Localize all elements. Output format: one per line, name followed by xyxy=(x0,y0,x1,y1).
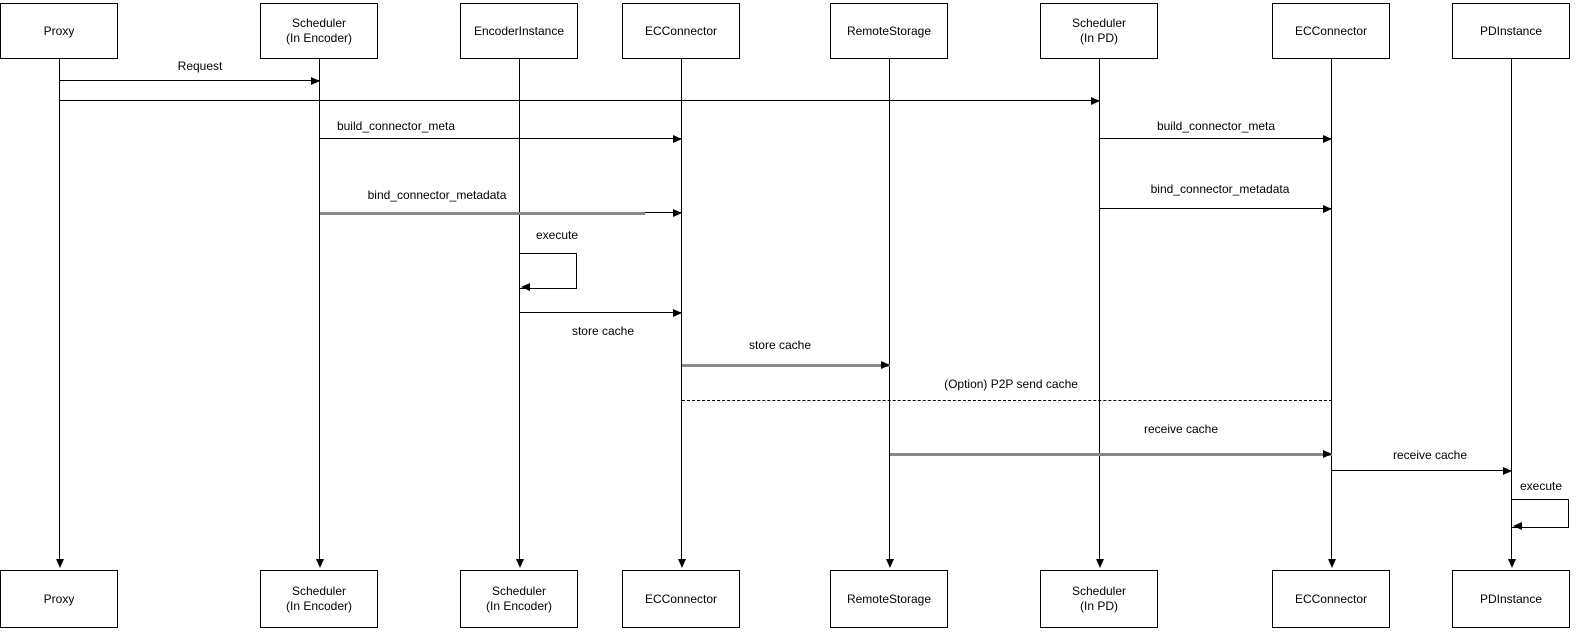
message-label-bind-connector-metadata-left: bind_connector_metadata xyxy=(365,187,509,203)
lifeline-scheduler-in-encoder xyxy=(319,59,320,559)
lifeline-arrow-down-icon xyxy=(677,559,686,568)
actor-top-scheduler-in-encoder: Scheduler (In Encoder) xyxy=(260,3,378,59)
message-bind-connector-metadata-left-line xyxy=(645,212,682,213)
lifeline-arrow-down-icon xyxy=(515,559,524,568)
message-store-cache-remote-line xyxy=(682,363,890,367)
actor-top-remote-storage: RemoteStorage xyxy=(830,3,948,59)
message-receive-cache-remote-line xyxy=(890,452,1332,456)
lifeline-encoder-instance xyxy=(519,59,520,559)
actor-label: (In Encoder) xyxy=(485,599,553,613)
actor-label: ECConnector xyxy=(1294,591,1368,606)
lifeline-arrow-down-icon xyxy=(885,559,894,568)
actor-bottom-remote-storage: RemoteStorage xyxy=(830,570,948,628)
message-build-connector-meta-left-line xyxy=(320,138,682,139)
arrow-right-icon xyxy=(1323,449,1332,458)
arrow-right-icon xyxy=(1323,134,1332,143)
message-label-execute-pd: execute xyxy=(1517,478,1565,494)
actor-bottom-proxy: Proxy xyxy=(0,570,118,628)
actor-top-scheduler-in-pd: Scheduler (In PD) xyxy=(1040,3,1158,59)
actor-top-encoder-instance: EncoderInstance xyxy=(460,3,578,59)
actor-label: Proxy xyxy=(43,23,75,38)
message-bind-connector-metadata-left-line-gray xyxy=(320,211,645,215)
message-execute-encoder-self-loop xyxy=(520,253,577,289)
actor-label: Scheduler xyxy=(1071,16,1127,30)
message-request-line xyxy=(60,80,320,81)
lifeline-pd-instance xyxy=(1511,59,1512,559)
lifeline-proxy xyxy=(59,59,60,559)
actor-bottom-ec-connector-pd: ECConnector xyxy=(1272,570,1390,628)
message-store-cache-encoder-line xyxy=(520,312,682,313)
actor-label: ECConnector xyxy=(1294,23,1368,38)
lifeline-remote-storage xyxy=(889,59,890,559)
actor-label: Scheduler xyxy=(291,584,347,598)
message-label-bind-connector-metadata-right: bind_connector_metadata xyxy=(1148,181,1292,197)
message-label-execute-encoder: execute xyxy=(533,227,581,243)
message-execute-pd-self-loop xyxy=(1512,499,1569,528)
actor-bottom-scheduler-in-pd: Scheduler (In PD) xyxy=(1040,570,1158,628)
actor-label: (In Encoder) xyxy=(285,31,353,45)
arrow-right-icon xyxy=(673,134,682,143)
arrow-left-icon xyxy=(1513,522,1522,530)
actor-label: ECConnector xyxy=(644,591,718,606)
message-p2p-send-cache-line xyxy=(682,400,1332,401)
message-bind-connector-metadata-right-line xyxy=(1100,208,1332,209)
message-label-receive-cache-remote: receive cache xyxy=(1141,421,1221,437)
lifeline-arrow-down-icon xyxy=(315,559,324,568)
arrow-right-icon xyxy=(1323,204,1332,213)
arrow-right-icon xyxy=(1503,466,1512,475)
actor-label: Proxy xyxy=(43,591,75,606)
actor-label: ECConnector xyxy=(644,23,718,38)
message-label-p2p-send-cache: (Option) P2P send cache xyxy=(942,376,1080,392)
actor-bottom-ec-connector-encoder: ECConnector xyxy=(622,570,740,628)
lifeline-arrow-down-icon xyxy=(1327,559,1336,568)
message-label-store-cache-remote: store cache xyxy=(746,337,814,353)
arrow-right-icon xyxy=(673,308,682,317)
message-label-build-connector-meta-right: build_connector_meta xyxy=(1154,118,1278,134)
actor-label: PDInstance xyxy=(1479,23,1543,38)
actor-label: (In Encoder) xyxy=(285,599,353,613)
actor-label: PDInstance xyxy=(1479,591,1543,606)
actor-label: RemoteStorage xyxy=(846,23,932,38)
actor-bottom-scheduler-in-encoder: Scheduler (In Encoder) xyxy=(260,570,378,628)
actor-label: EncoderInstance xyxy=(473,23,565,38)
arrow-right-icon xyxy=(311,76,320,85)
lifeline-arrow-down-icon xyxy=(1095,559,1104,568)
actor-bottom-encoder-instance: Scheduler (In Encoder) xyxy=(460,570,578,628)
actor-label: Scheduler xyxy=(491,584,547,598)
actor-bottom-pd-instance: PDInstance xyxy=(1452,570,1570,628)
actor-label: Scheduler xyxy=(1071,584,1127,598)
lifeline-ec-connector-pd xyxy=(1331,59,1332,559)
arrow-right-icon xyxy=(1091,96,1100,105)
message-label-request: Request xyxy=(175,58,225,74)
actor-top-proxy: Proxy xyxy=(0,3,118,59)
lifeline-arrow-down-icon xyxy=(1507,559,1516,568)
actor-top-ec-connector-pd: ECConnector xyxy=(1272,3,1390,59)
message-proxy-to-scheduler-pd-line xyxy=(60,100,1100,101)
arrow-right-icon xyxy=(881,360,890,369)
message-label-build-connector-meta-left: build_connector_meta xyxy=(334,118,458,134)
lifeline-arrow-down-icon xyxy=(55,559,64,568)
actor-top-pd-instance: PDInstance xyxy=(1452,3,1570,59)
arrow-right-icon xyxy=(673,208,682,217)
message-label-store-cache-encoder: store cache xyxy=(569,323,637,339)
actor-label: (In PD) xyxy=(1079,31,1118,45)
message-receive-cache-pd-line xyxy=(1332,470,1512,471)
actor-label: RemoteStorage xyxy=(846,591,932,606)
lifeline-scheduler-in-pd xyxy=(1099,59,1100,559)
arrow-left-icon xyxy=(521,283,530,291)
message-build-connector-meta-right-line xyxy=(1100,138,1332,139)
actor-label: Scheduler xyxy=(291,16,347,30)
message-label-receive-cache-pd: receive cache xyxy=(1390,447,1470,463)
actor-top-ec-connector-encoder: ECConnector xyxy=(622,3,740,59)
actor-label: (In PD) xyxy=(1079,599,1118,613)
